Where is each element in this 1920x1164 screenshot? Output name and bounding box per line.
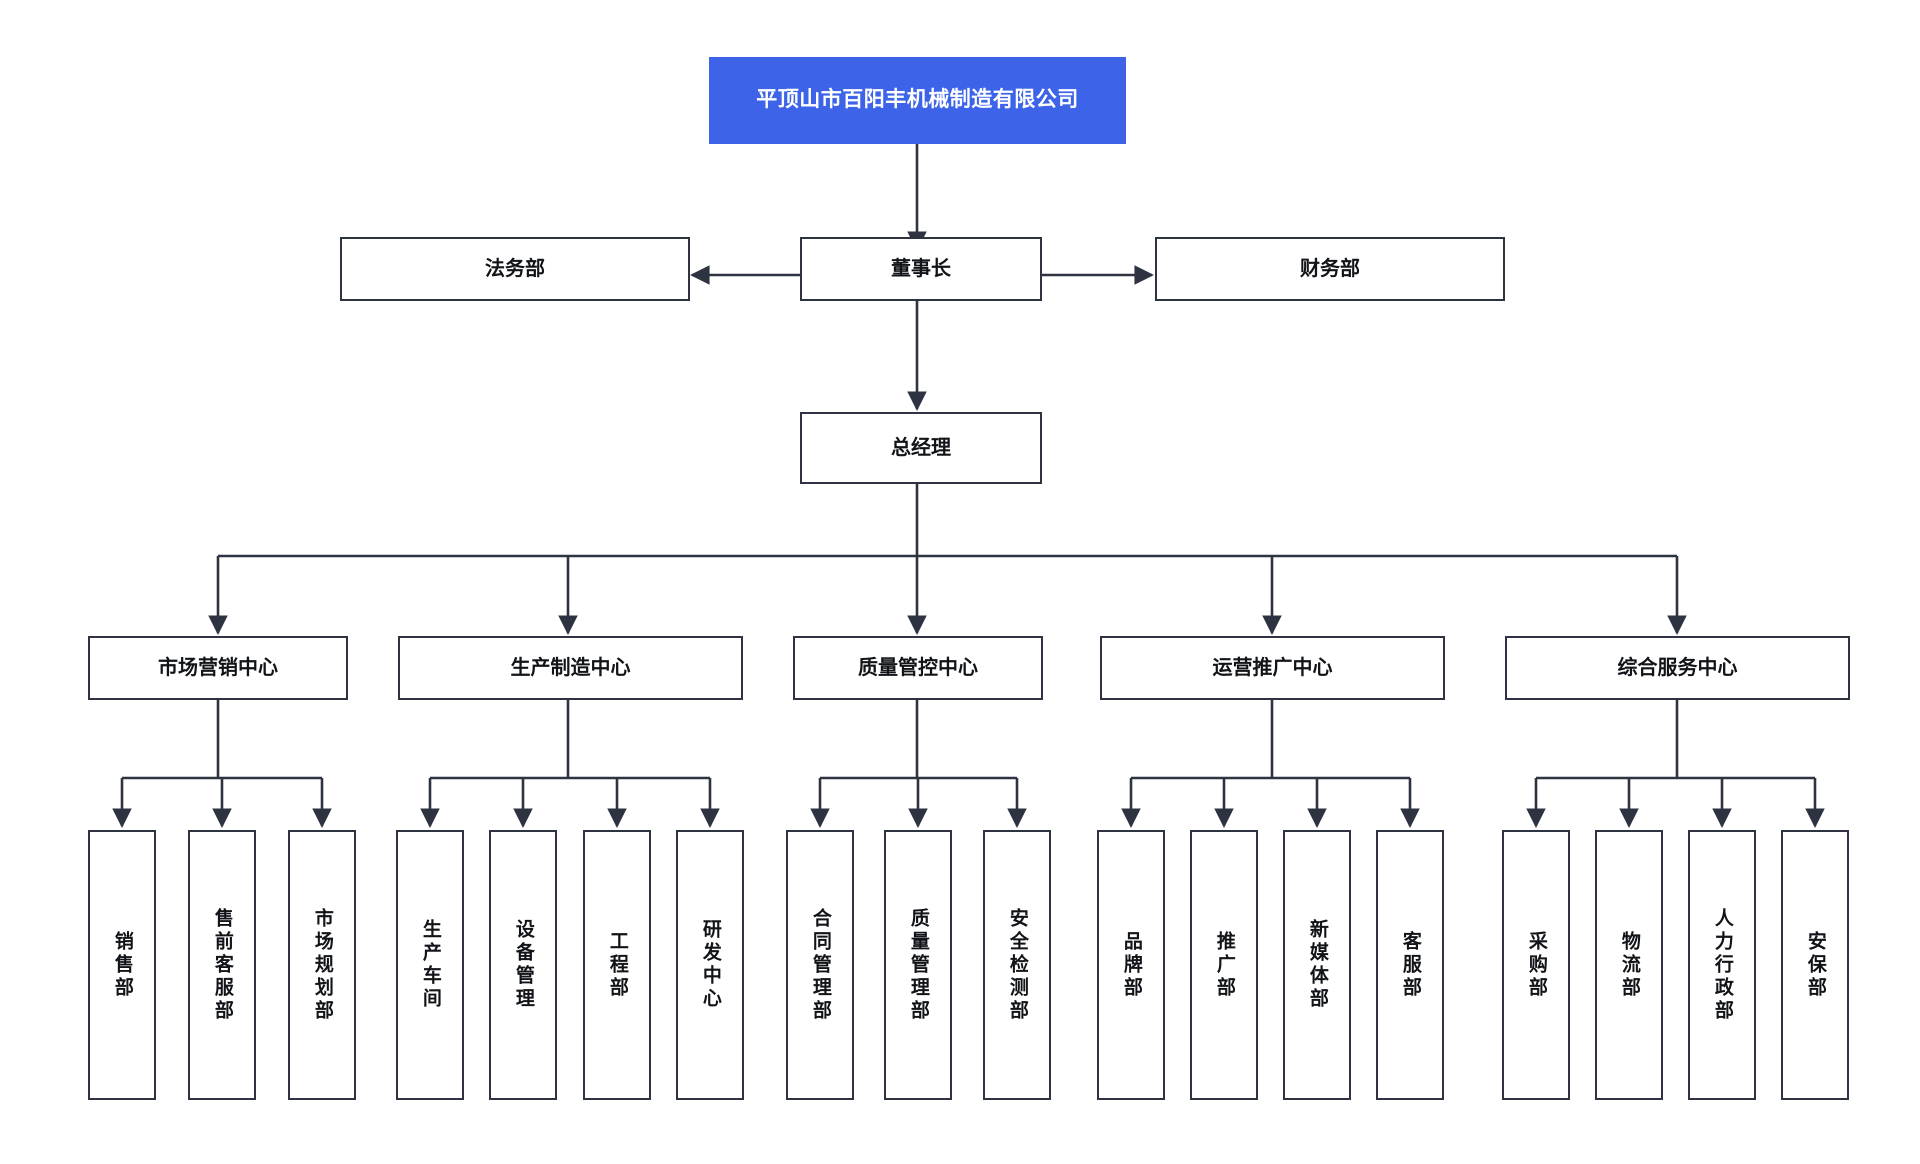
- node-dept-production-workshop[interactable]: 生产车间: [396, 830, 464, 1100]
- node-center-quality-label: 质量管控中心: [858, 656, 978, 679]
- node-center-operations[interactable]: 运营推广中心: [1100, 636, 1445, 700]
- node-center-services-label: 综合服务中心: [1617, 656, 1738, 679]
- node-dept-customer-service[interactable]: 客服部: [1376, 830, 1444, 1100]
- node-dept-sales-label: 销售部: [111, 930, 133, 1000]
- node-dept-promotion[interactable]: 推广部: [1190, 830, 1258, 1100]
- node-general-manager[interactable]: 总经理: [800, 412, 1042, 484]
- node-dept-equipment-management[interactable]: 设备管理: [489, 830, 557, 1100]
- node-chairman[interactable]: 董事长: [800, 237, 1042, 301]
- node-dept-promotion-label: 推广部: [1213, 930, 1235, 1000]
- node-dept-hr-administration-label: 人力行政部: [1711, 907, 1733, 1023]
- node-dept-sales[interactable]: 销售部: [88, 830, 156, 1100]
- node-dept-procurement-label: 采购部: [1525, 930, 1547, 1000]
- node-dept-production-workshop-label: 生产车间: [419, 919, 441, 1011]
- node-chairman-label: 董事长: [891, 257, 951, 280]
- node-dept-new-media-label: 新媒体部: [1306, 919, 1328, 1011]
- node-general-manager-label: 总经理: [891, 436, 951, 459]
- node-center-marketing[interactable]: 市场营销中心: [88, 636, 348, 700]
- node-center-quality[interactable]: 质量管控中心: [793, 636, 1043, 700]
- node-finance-department[interactable]: 财务部: [1155, 237, 1505, 301]
- node-dept-presales-service[interactable]: 售前客服部: [188, 830, 256, 1100]
- node-center-production-label: 生产制造中心: [510, 656, 631, 679]
- node-center-marketing-label: 市场营销中心: [158, 656, 278, 679]
- node-legal-department[interactable]: 法务部: [340, 237, 690, 301]
- node-dept-equipment-management-label: 设备管理: [512, 919, 534, 1011]
- node-dept-rnd-center-label: 研发中心: [699, 919, 721, 1011]
- node-dept-hr-administration[interactable]: 人力行政部: [1688, 830, 1756, 1100]
- node-dept-logistics[interactable]: 物流部: [1595, 830, 1663, 1100]
- node-dept-customer-service-label: 客服部: [1399, 930, 1421, 1000]
- node-legal-department-label: 法务部: [485, 257, 545, 280]
- node-dept-engineering-label: 工程部: [606, 930, 628, 1000]
- node-center-production[interactable]: 生产制造中心: [398, 636, 743, 700]
- node-finance-department-label: 财务部: [1300, 257, 1360, 280]
- node-center-services[interactable]: 综合服务中心: [1505, 636, 1850, 700]
- node-company-root[interactable]: 平顶山市百阳丰机械制造有限公司: [709, 57, 1126, 144]
- node-center-operations-label: 运营推广中心: [1212, 656, 1333, 679]
- node-dept-brand[interactable]: 品牌部: [1097, 830, 1165, 1100]
- node-dept-engineering[interactable]: 工程部: [583, 830, 651, 1100]
- node-dept-safety-inspection[interactable]: 安全检测部: [983, 830, 1051, 1100]
- node-dept-security-label: 安保部: [1804, 930, 1826, 1000]
- node-dept-market-planning-label: 市场规划部: [311, 907, 333, 1023]
- node-dept-quality-management-label: 质量管理部: [907, 907, 929, 1023]
- node-dept-procurement[interactable]: 采购部: [1502, 830, 1570, 1100]
- node-dept-rnd-center[interactable]: 研发中心: [676, 830, 744, 1100]
- node-dept-contract-management[interactable]: 合同管理部: [786, 830, 854, 1100]
- node-dept-security[interactable]: 安保部: [1781, 830, 1849, 1100]
- node-dept-presales-service-label: 售前客服部: [211, 907, 233, 1023]
- node-dept-quality-management[interactable]: 质量管理部: [884, 830, 952, 1100]
- node-dept-safety-inspection-label: 安全检测部: [1006, 907, 1028, 1023]
- node-dept-market-planning[interactable]: 市场规划部: [288, 830, 356, 1100]
- node-company-root-label: 平顶山市百阳丰机械制造有限公司: [756, 88, 1079, 112]
- node-dept-brand-label: 品牌部: [1120, 930, 1142, 1000]
- node-dept-logistics-label: 物流部: [1618, 930, 1640, 1000]
- node-dept-contract-management-label: 合同管理部: [809, 907, 831, 1023]
- node-dept-new-media[interactable]: 新媒体部: [1283, 830, 1351, 1100]
